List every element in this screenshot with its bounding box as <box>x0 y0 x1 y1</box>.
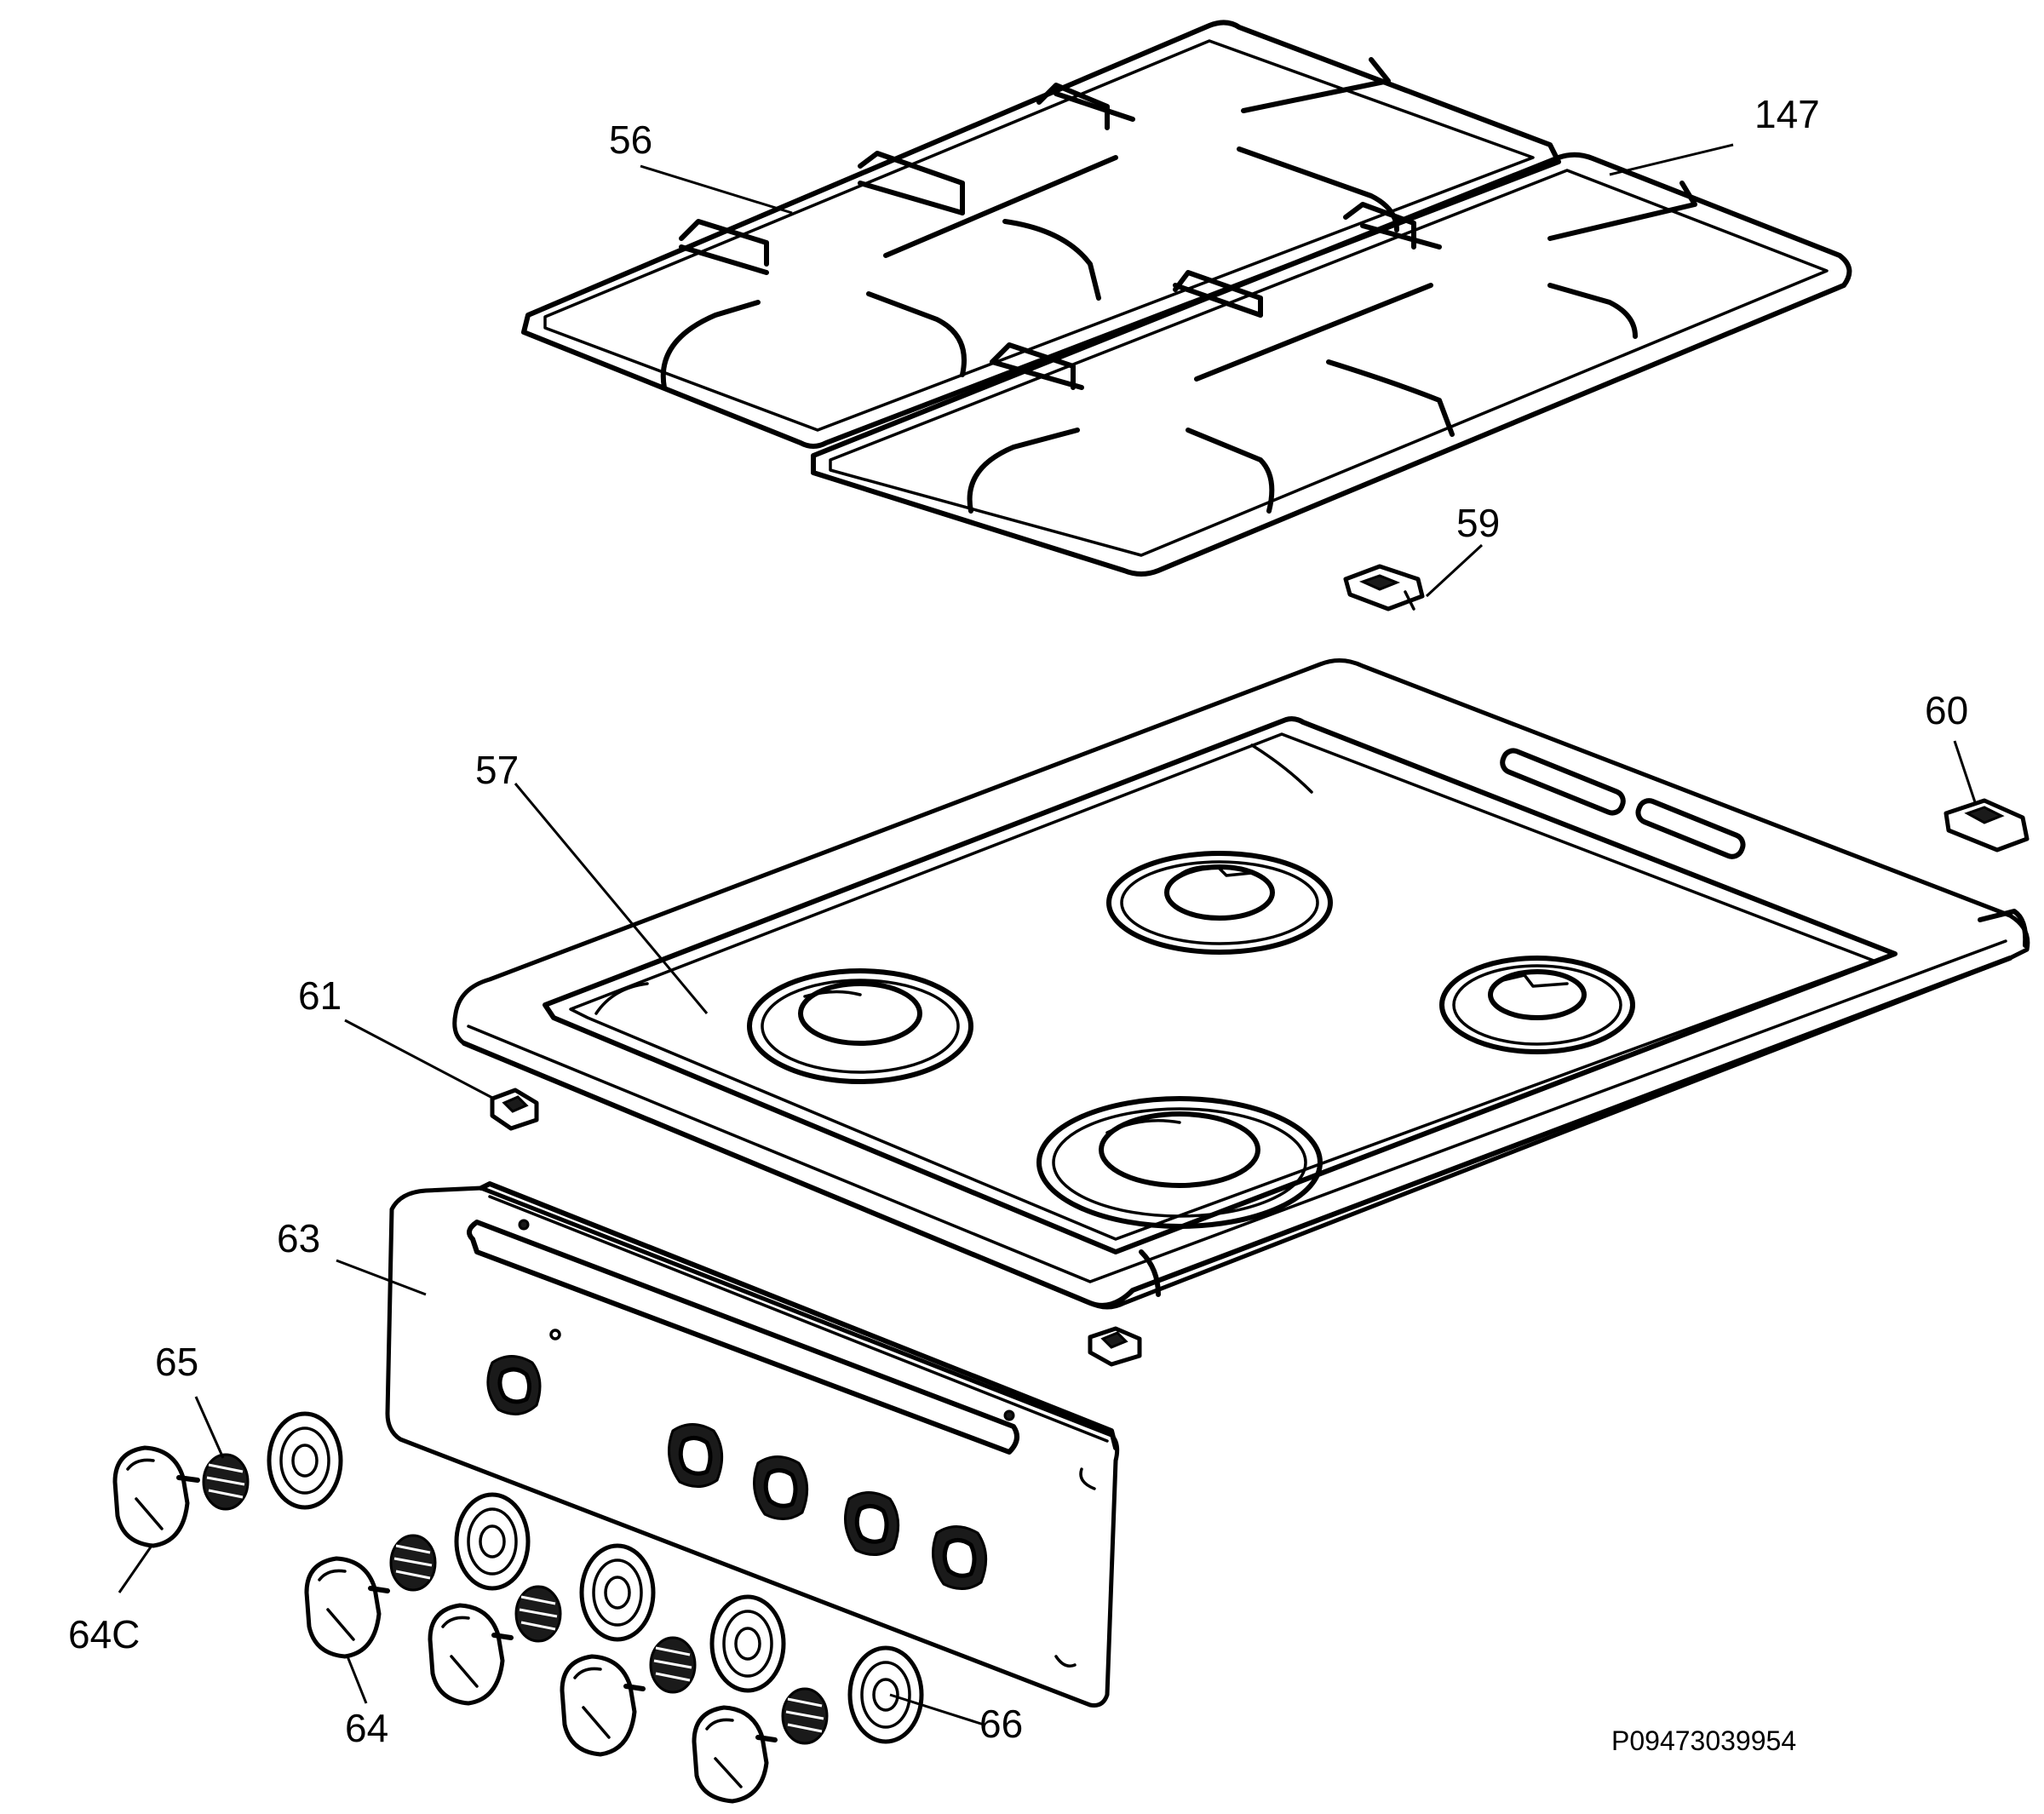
clip-59 <box>1343 564 1425 611</box>
bezel-3 <box>579 1543 656 1642</box>
panel-knob-hole-4 <box>844 1491 900 1556</box>
leader-60 <box>1953 740 1978 806</box>
leader-59 <box>1425 543 1484 598</box>
leader-63 <box>336 1259 427 1296</box>
knob-64-2 <box>428 1603 514 1706</box>
leader-64 <box>346 1656 368 1704</box>
burner-recess-front <box>1036 1096 1323 1229</box>
knob-64-4 <box>692 1705 778 1804</box>
leader-57 <box>514 783 709 1014</box>
label-59: 59 <box>1456 501 1500 545</box>
knob-64-3 <box>560 1654 646 1757</box>
control-panel <box>385 1181 1120 1708</box>
spring-3 <box>514 1585 562 1643</box>
leader-61 <box>344 1019 495 1100</box>
diagram-code: P09473039954 <box>1611 1725 1796 1756</box>
clip-61-rear <box>490 1088 539 1131</box>
label-56: 56 <box>609 118 652 162</box>
spring-5 <box>781 1687 829 1745</box>
label-61: 61 <box>298 973 342 1018</box>
label-60: 60 <box>1925 688 1968 732</box>
label-66: 66 <box>979 1702 1023 1746</box>
bezel-2 <box>454 1492 531 1591</box>
spring-1 <box>202 1453 250 1511</box>
panel-knob-hole-3 <box>753 1455 809 1520</box>
leader-147 <box>1609 143 1734 176</box>
leader-66 <box>889 1693 985 1726</box>
label-64: 64 <box>345 1706 388 1750</box>
leader-56 <box>640 164 793 215</box>
burner-recess-left <box>747 968 973 1084</box>
pan-support-grid-left <box>521 20 1561 449</box>
burner-recess-right <box>1439 956 1635 1054</box>
panel-knob-hole-2 <box>668 1423 724 1488</box>
panel-knob-hole-5 <box>932 1525 988 1590</box>
label-57: 57 <box>475 748 519 792</box>
label-63: 63 <box>277 1216 320 1260</box>
leader-65 <box>194 1396 225 1459</box>
clip-61-front <box>1088 1326 1142 1367</box>
bezel-1 <box>267 1411 343 1510</box>
bezel-5 <box>847 1645 924 1744</box>
spring-2 <box>389 1534 437 1592</box>
knob-64-1 <box>304 1556 390 1659</box>
knob-64c <box>112 1445 200 1548</box>
pan-support-grid-right <box>811 152 1852 577</box>
leader-64c <box>118 1545 153 1593</box>
clip-60 <box>1944 798 2030 852</box>
label-147: 147 <box>1754 92 1820 136</box>
burner-recess-rear <box>1106 851 1333 955</box>
spring-4 <box>649 1636 697 1694</box>
label-65: 65 <box>155 1340 198 1384</box>
panel-knob-hole-1 <box>486 1355 542 1415</box>
hob-top-plate <box>452 658 2030 1310</box>
bezel-4 <box>709 1594 786 1693</box>
label-64c: 64C <box>68 1612 140 1656</box>
